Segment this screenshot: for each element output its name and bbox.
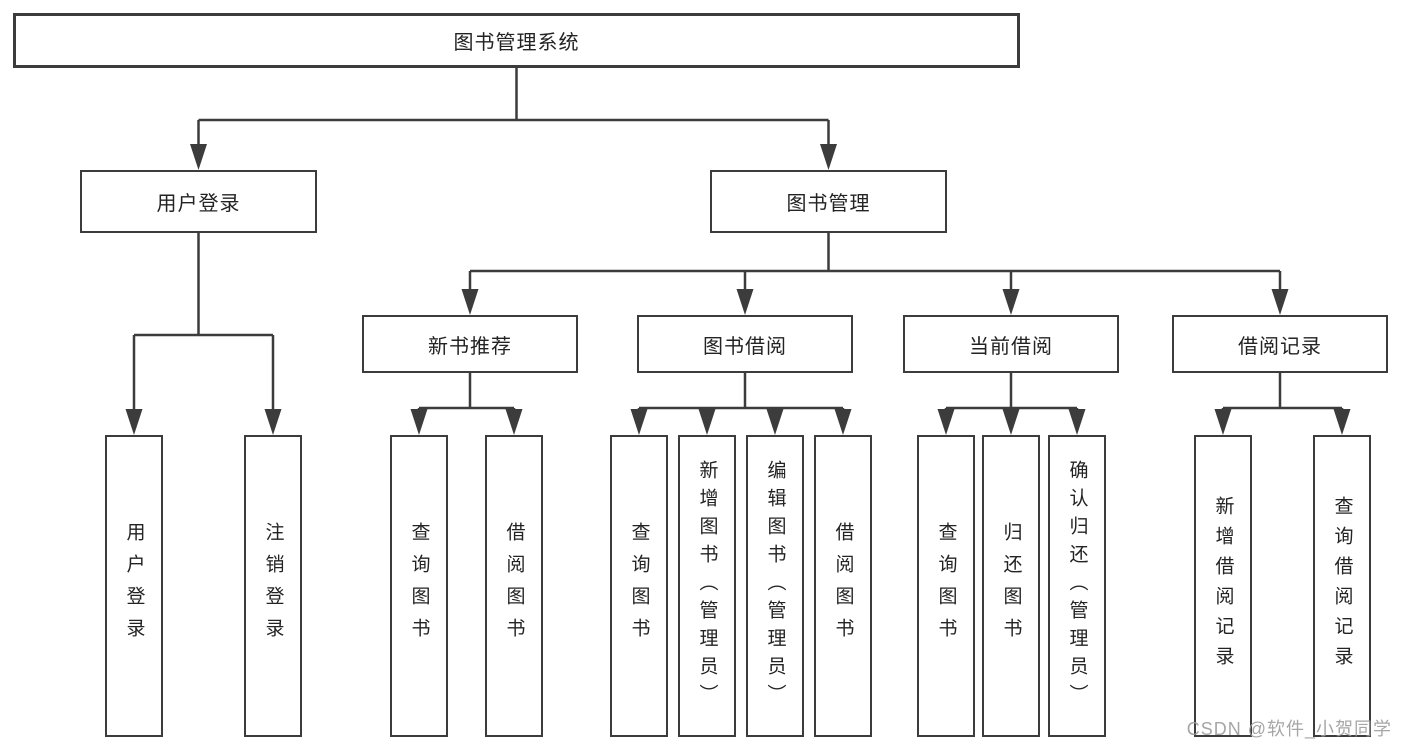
node-label: 用户登录 [156,193,241,215]
node-library-management-system: 图书管理系统 [13,13,1020,68]
leaf-query-borrow-record: 查询借阅记录 [1313,435,1371,737]
node-label: 借阅记录 [1238,335,1322,358]
node-borrow-records: 借阅记录 [1172,315,1388,373]
node-label: 借阅图书 [503,522,525,650]
leaf-borrow-books-recommend: 借阅图书 [485,435,543,737]
node-label: 图书管理系统 [453,32,580,54]
node-user-login: 用户登录 [80,170,317,233]
node-label: 查询借阅记录 [1331,496,1353,676]
leaf-confirm-return-admin: 确认归还（管理员） [1048,435,1106,737]
leaf-query-books-current: 查询图书 [917,435,975,737]
node-label: 查询图书 [408,522,430,650]
leaf-user-login: 用户登录 [105,435,163,737]
node-label: 新增借阅记录 [1212,496,1234,676]
node-label: 编辑图书（管理员） [764,460,786,712]
node-label: 查询图书 [935,522,957,650]
node-book-borrow: 图书借阅 [637,315,853,373]
node-label: 新增图书（管理员） [696,460,718,712]
node-label: 用户登录 [123,522,145,650]
node-book-management: 图书管理 [710,170,947,233]
leaf-borrow-books: 借阅图书 [814,435,872,737]
node-label: 图书管理 [786,193,871,215]
leaf-logout: 注销登录 [244,435,302,737]
leaf-return-books: 归还图书 [982,435,1040,737]
leaf-query-books-borrow: 查询图书 [610,435,668,737]
leaf-edit-books-admin: 编辑图书（管理员） [746,435,804,737]
node-label: 查询图书 [628,522,650,650]
node-label: 借阅图书 [832,522,854,650]
node-new-book-recommend: 新书推荐 [362,315,578,373]
csdn-watermark: CSDN @软件_小贺同学 [1186,719,1392,739]
node-label: 新书推荐 [428,335,512,358]
leaf-query-books-recommend: 查询图书 [390,435,448,737]
arrowheads [125,144,1351,435]
node-label: 确认归还（管理员） [1066,460,1088,712]
node-label: 注销登录 [262,522,284,650]
leaf-add-borrow-record: 新增借阅记录 [1194,435,1252,737]
leaf-add-books-admin: 新增图书（管理员） [678,435,736,737]
node-label: 归还图书 [1000,522,1022,650]
node-current-borrow: 当前借阅 [903,315,1119,373]
node-label: 图书借阅 [703,335,787,358]
node-label: 当前借阅 [969,335,1053,358]
